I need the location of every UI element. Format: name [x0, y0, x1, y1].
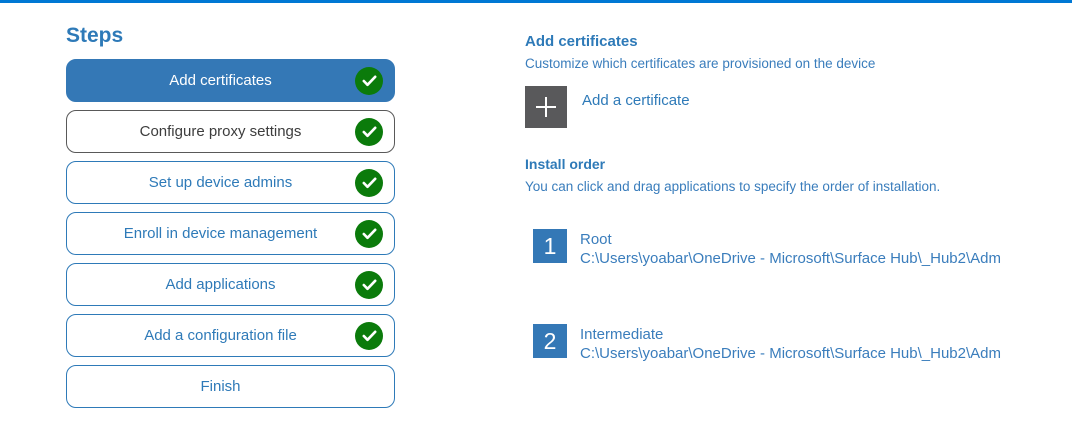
- install-order-item[interactable]: 1 Root C:\Users\yoabar\OneDrive - Micros…: [533, 229, 1001, 268]
- install-order-description: You can click and drag applications to s…: [525, 179, 941, 194]
- step-label: Configure proxy settings: [139, 123, 302, 140]
- add-certificate-row: Add a certificate: [525, 86, 690, 128]
- step-button[interactable]: Set up device admins: [66, 161, 395, 204]
- step-button[interactable]: Add a configuration file: [66, 314, 395, 357]
- install-item-texts: Root C:\Users\yoabar\OneDrive - Microsof…: [580, 229, 1001, 268]
- check-circle-icon: [355, 321, 383, 350]
- check-circle-icon: [355, 66, 383, 95]
- install-order-number: 2: [533, 324, 567, 358]
- step-button[interactable]: Configure proxy settings: [66, 110, 395, 153]
- step-label: Add applications: [165, 276, 276, 293]
- step-button[interactable]: Add applications: [66, 263, 395, 306]
- add-certificate-button[interactable]: [525, 86, 567, 128]
- step-button[interactable]: Add certificates: [66, 59, 395, 102]
- install-item-path: C:\Users\yoabar\OneDrive - Microsoft\Sur…: [580, 250, 1001, 267]
- step-label: Set up device admins: [148, 174, 293, 191]
- install-order-list: 1 Root C:\Users\yoabar\OneDrive - Micros…: [533, 229, 1001, 419]
- install-order-item[interactable]: 2 Intermediate C:\Users\yoabar\OneDrive …: [533, 324, 1001, 363]
- install-item-texts: Intermediate C:\Users\yoabar\OneDrive - …: [580, 324, 1001, 363]
- content-panel: Add certificates Customize which certifi…: [525, 0, 1072, 443]
- step-label: Add certificates: [169, 72, 272, 89]
- steps-title: Steps: [66, 24, 124, 47]
- check-circle-icon: [355, 219, 383, 248]
- step-label: Finish: [200, 378, 241, 395]
- top-accent-bar: [0, 0, 1072, 3]
- install-item-name: Intermediate: [580, 326, 664, 343]
- check-circle-icon: [355, 168, 383, 197]
- step-button[interactable]: Enroll in device management: [66, 212, 395, 255]
- section-title: Add certificates: [525, 33, 638, 50]
- install-item-path: C:\Users\yoabar\OneDrive - Microsoft\Sur…: [580, 345, 1001, 362]
- check-circle-icon: [355, 270, 383, 299]
- step-button[interactable]: Finish: [66, 365, 395, 408]
- check-circle-icon: [355, 117, 383, 146]
- section-subtitle: Customize which certificates are provisi…: [525, 56, 876, 71]
- install-order-number: 1: [533, 229, 567, 263]
- steps-sidebar: Steps Add certificates Configure proxy s…: [66, 24, 395, 416]
- install-item-name: Root: [580, 231, 612, 248]
- plus-icon: [534, 95, 558, 119]
- step-label: Add a configuration file: [144, 327, 297, 344]
- install-order-title: Install order: [525, 156, 606, 172]
- add-certificate-label[interactable]: Add a certificate: [582, 92, 690, 109]
- step-label: Enroll in device management: [123, 225, 318, 242]
- steps-list: Add certificates Configure proxy setting…: [66, 59, 395, 408]
